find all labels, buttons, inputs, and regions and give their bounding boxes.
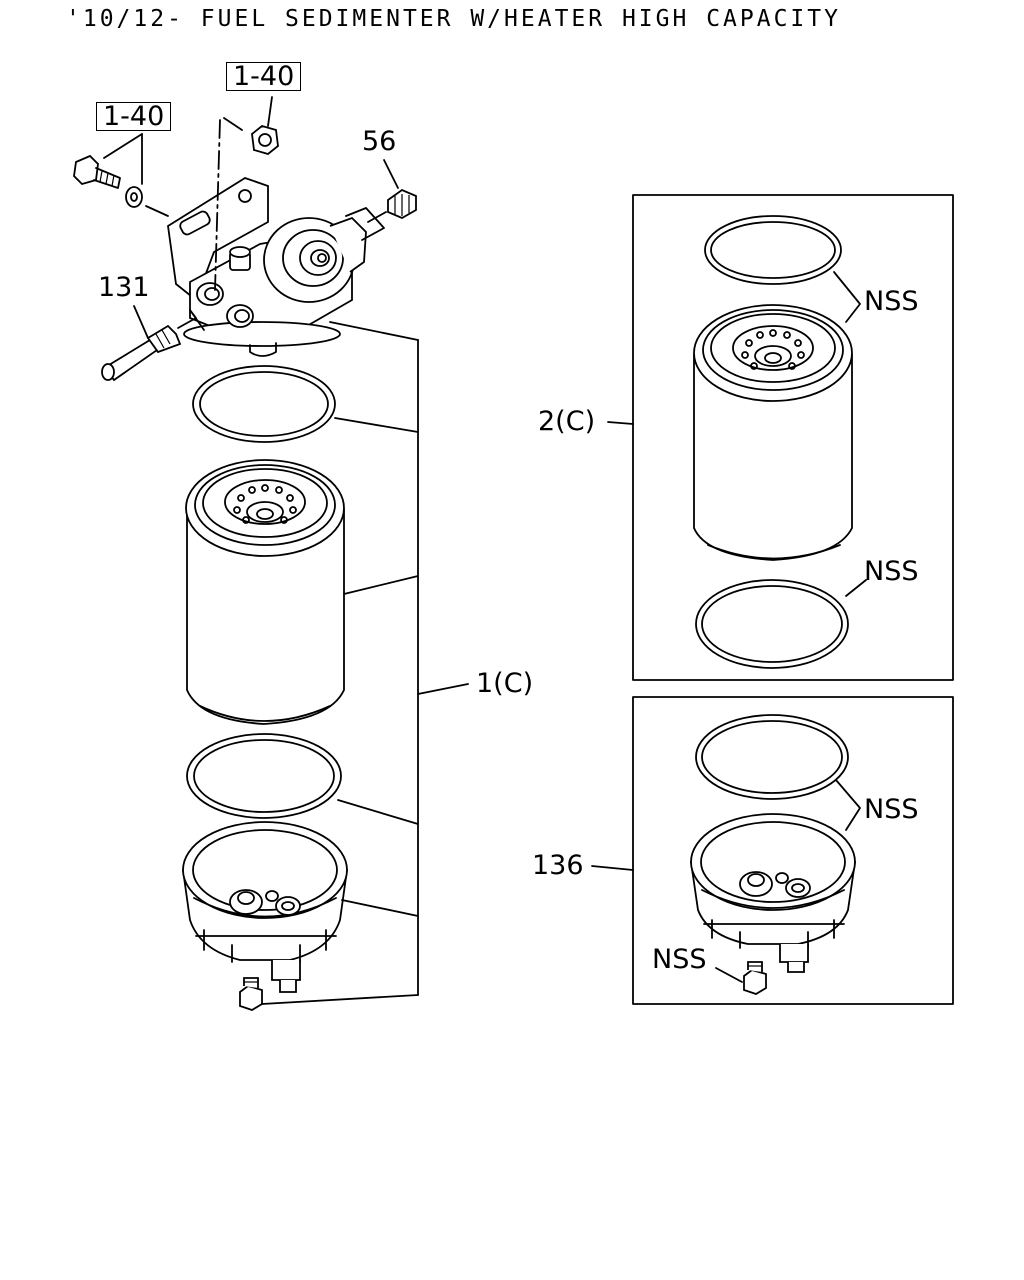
part-136-box [632,696,954,1005]
nut-drawing [214,117,279,291]
assembly-1-bracket [261,321,469,1005]
lower-gasket-drawing [186,733,342,819]
callout-nss-kit3-plug[interactable]: NSS [652,944,707,975]
callout-131[interactable]: 131 [98,272,150,303]
callout-1-40-bolt[interactable]: 1-40 [96,102,172,131]
kit-2-filter-element [693,304,853,561]
kit-3-drain-bowl [689,813,857,973]
kit-2-gasket-lower [695,579,849,669]
upper-gasket-drawing [192,365,336,443]
diagram-title: '10/12- FUEL SEDIMENTER W/HEATER HIGH CA… [66,6,841,32]
callout-nss-kit2-upper[interactable]: NSS [864,286,919,317]
filter-element-drawing [185,459,345,725]
callout-136[interactable]: 136 [532,850,584,881]
connector-131-drawing [101,309,205,382]
callout-nss-kit3-gasket[interactable]: NSS [864,794,919,825]
kit-3-gasket [695,714,849,800]
kit-2-gasket-upper [704,215,842,285]
assembly-2-box [632,194,954,681]
callout-56[interactable]: 56 [362,126,397,157]
drain-plug-drawing [239,977,263,1011]
filter-head [167,177,367,357]
drain-bowl-drawing [181,821,349,993]
bolt-drawing [73,154,169,217]
callout-nss-kit2-lower[interactable]: NSS [864,556,919,587]
callout-leaders [103,96,399,339]
plug-56-drawing [345,188,417,241]
callout-1-40-nut[interactable]: 1-40 [226,62,302,91]
callout-2c[interactable]: 2(C) [538,406,596,437]
kit-3-drain-plug [743,961,767,995]
kit-2-leaders [607,271,867,597]
kit-3-leaders [591,779,861,983]
callout-1c[interactable]: 1(C) [476,668,534,699]
